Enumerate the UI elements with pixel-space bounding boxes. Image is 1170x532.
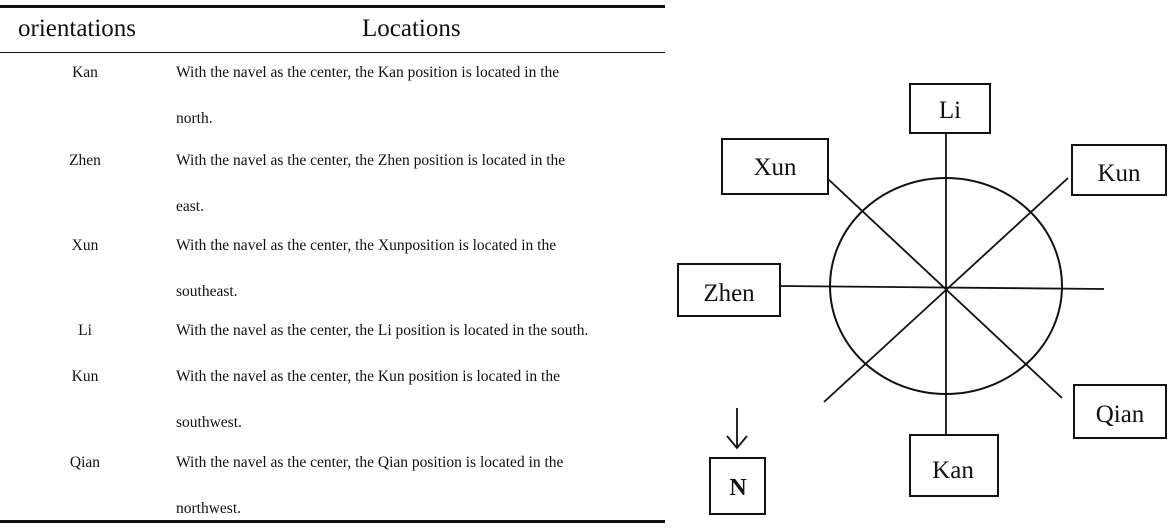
zhen-label: Zhen [703,280,755,307]
li-label: Li [939,97,961,124]
qian-box: Qian [1073,384,1167,439]
orientation-cell: Kan [72,64,98,81]
qian-label: Qian [1096,401,1145,428]
table-top-rule [0,5,665,8]
table-bottom-rule [0,520,665,523]
orientation-cell: Kun [71,368,99,385]
location-line-1: With the navel as the center, the Li pos… [176,322,589,339]
table-header-rule [0,52,665,53]
orientation-cell: Zhen [69,152,101,169]
down-arrow-icon [726,408,748,450]
location-line-2: southwest. [176,414,242,431]
orientation-cell: Xun [71,237,99,254]
location-line-1: With the navel as the center, the Kun po… [176,368,560,385]
xun-box: Xun [721,138,829,195]
location-line-1: With the navel as the center, the Qian p… [176,454,564,471]
orientation-cell: Qian [69,454,101,471]
kan-box: Kan [909,434,999,497]
bagua-orientation-diagram: Li Xun Kun Zhen Qian Kan N [677,83,1167,515]
header-orientations: orientations [18,15,137,42]
location-line-1: With the navel as the center, the Kan po… [176,64,560,81]
orientation-table: orientations Locations Kan With the nave… [0,5,665,523]
xun-label: Xun [753,154,797,181]
orientation-cell: Li [78,322,92,339]
north-label: N [729,475,747,501]
kun-label: Kun [1097,160,1141,187]
location-line-2: north. [176,110,213,127]
location-line-2: southeast. [176,283,238,300]
zhen-box: Zhen [677,263,781,317]
kan-label: Kan [932,457,974,484]
location-line-1: With the navel as the center, the Zhen p… [176,152,566,169]
li-box: Li [909,83,991,134]
location-line-1: With the navel as the center, the Xunpos… [176,237,557,254]
header-locations: Locations [362,15,461,42]
diagonal-line-kun [823,177,1069,403]
kun-box: Kun [1071,144,1167,196]
location-line-2: northwest. [176,500,242,517]
location-line-2: east. [176,198,204,215]
diagonal-line-xun-qian [826,177,1063,399]
north-box: N [709,457,766,515]
horizontal-axis-line [779,285,1105,290]
